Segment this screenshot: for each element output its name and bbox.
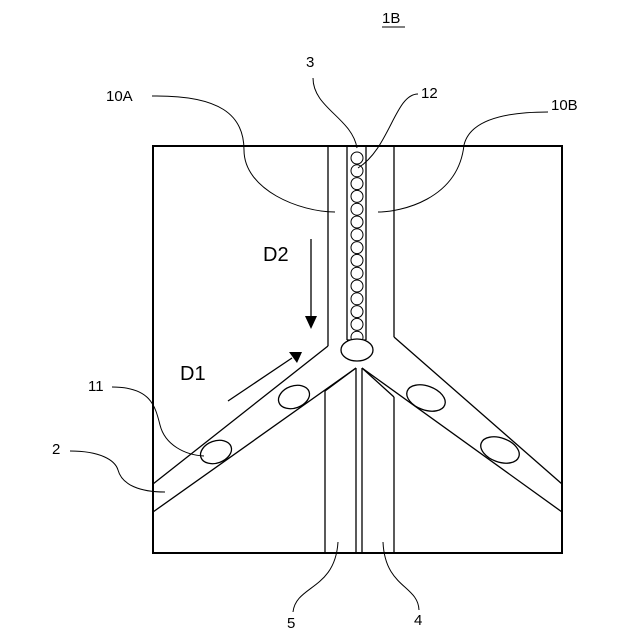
bead bbox=[351, 254, 363, 266]
droplet-left-2 bbox=[197, 436, 235, 468]
bead bbox=[351, 152, 363, 164]
bead bbox=[351, 229, 363, 241]
label-4: 4 bbox=[414, 612, 422, 629]
bead bbox=[351, 306, 363, 318]
bead bbox=[351, 178, 363, 190]
arrow-d2 bbox=[305, 239, 317, 329]
bead bbox=[351, 280, 363, 292]
figure-id: 1B bbox=[382, 10, 400, 27]
droplet-right-1 bbox=[403, 380, 449, 416]
label-10B: 10B bbox=[551, 97, 578, 114]
bead bbox=[351, 203, 363, 215]
leader-10B bbox=[378, 112, 548, 212]
label-2: 2 bbox=[52, 441, 60, 458]
bead bbox=[351, 293, 363, 305]
droplet-left-1 bbox=[275, 381, 313, 413]
label-3: 3 bbox=[306, 54, 314, 71]
bead bbox=[351, 165, 363, 177]
bead bbox=[351, 190, 363, 202]
leader-2 bbox=[70, 451, 165, 492]
label-5: 5 bbox=[287, 615, 295, 632]
bead bbox=[351, 318, 363, 330]
leader-3 bbox=[313, 78, 357, 148]
leader-12 bbox=[358, 94, 418, 168]
label-11: 11 bbox=[88, 378, 104, 395]
label-d2: D2 bbox=[263, 244, 289, 266]
outlet-channels bbox=[325, 368, 394, 553]
bead-column bbox=[351, 152, 363, 343]
leader-10A bbox=[152, 96, 335, 212]
right-diagonal-channel bbox=[362, 337, 562, 512]
label-d1: D1 bbox=[180, 363, 206, 385]
droplet-junction bbox=[341, 339, 373, 361]
droplet-right-2 bbox=[477, 432, 523, 468]
bead bbox=[351, 242, 363, 254]
bead bbox=[351, 267, 363, 279]
bead bbox=[351, 216, 363, 228]
label-12: 12 bbox=[421, 85, 438, 102]
label-10A: 10A bbox=[106, 88, 133, 105]
leader-11 bbox=[112, 387, 204, 456]
